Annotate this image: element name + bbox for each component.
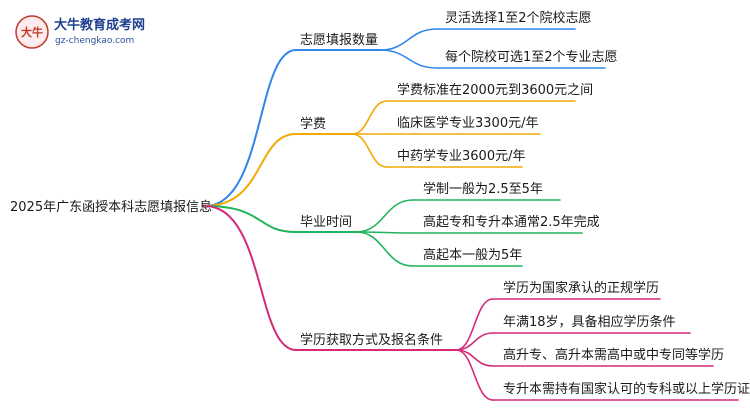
- branch-tuition[interactable]: 学费 学费标准在2000元到3600元之间 临床医学专业3300元/年 中药学专…: [300, 82, 593, 164]
- leaf-item: 高升专、高升本需高中或中专同等学历: [503, 347, 724, 363]
- leaf-connector: [379, 28, 438, 51]
- leaf-connector: [379, 49, 438, 69]
- leaf-item: 高起本一般为5年: [423, 247, 522, 263]
- leaf-item: 年满18岁，具备相应学历条件: [503, 314, 676, 330]
- logo-title: 大牛教育成考网: [54, 17, 145, 33]
- leaf-connector: [355, 231, 414, 267]
- root-node[interactable]: 2025年广东函授本科志愿填报信息: [10, 199, 212, 215]
- branch-label: 毕业时间: [300, 215, 352, 230]
- logo-url: gz-chengkao.com: [55, 36, 134, 46]
- connector-lines: [202, 28, 739, 401]
- leaf-item: 高起专和专升本通常2.5年完成: [423, 214, 600, 230]
- leaf-item: 专升本需持有国家认可的专科或以上学历证书: [503, 381, 750, 397]
- branch-connector: [204, 205, 297, 351]
- root-label: 2025年广东函授本科志愿填报信息: [10, 199, 212, 215]
- branch-connector: [204, 205, 297, 233]
- leaf-item: 学历为国家承认的正规学历: [503, 280, 659, 296]
- leaf-item: 中药学专业3600元/年: [397, 148, 525, 164]
- branch-volunteer-count[interactable]: 志愿填报数量 灵活选择1至2个院校志愿 每个院校可选1至2个专业志愿: [300, 10, 618, 65]
- site-logo: 大牛 大牛教育成考网 gz-chengkao.com: [15, 15, 145, 49]
- leaf-connector: [455, 298, 494, 351]
- branch-graduation-time[interactable]: 毕业时间 学制一般为2.5至5年 高起专和专升本通常2.5年完成 高起本一般为5…: [300, 181, 600, 263]
- logo-mark-text: 大牛: [21, 25, 43, 39]
- branch-label: 志愿填报数量: [300, 33, 378, 48]
- branch-connector: [204, 49, 297, 207]
- leaf-item: 学费标准在2000元到3600元之间: [397, 82, 593, 98]
- leaf-connector: [355, 199, 414, 233]
- leaf-item: 学制一般为2.5至5年: [423, 181, 543, 197]
- branch-label: 学费: [300, 116, 326, 132]
- leaf-item: 每个院校可选1至2个专业志愿: [445, 49, 618, 65]
- branch-connector: [204, 133, 297, 207]
- leaf-connector: [455, 349, 494, 401]
- leaf-item: 灵活选择1至2个院校志愿: [445, 10, 592, 26]
- branch-degree-requirements[interactable]: 学历获取方式及报名条件 学历为国家承认的正规学历 年满18岁，具备相应学历条件 …: [300, 280, 750, 397]
- leaf-connector: [351, 100, 388, 135]
- leaf-item: 临床医学专业3300元/年: [397, 115, 538, 131]
- logo-mark-icon: [15, 15, 49, 49]
- leaf-connector: [351, 133, 388, 168]
- branch-label: 学历获取方式及报名条件: [300, 332, 443, 348]
